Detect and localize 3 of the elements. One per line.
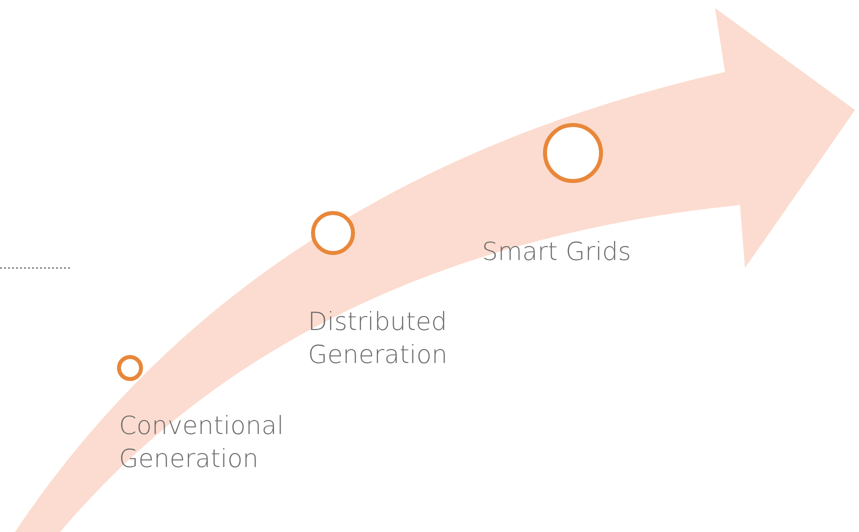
stage-label: Distributed Generation <box>308 306 448 371</box>
stage-label: Conventional Generation <box>119 410 285 475</box>
stage-label: Smart Grids <box>482 236 632 268</box>
